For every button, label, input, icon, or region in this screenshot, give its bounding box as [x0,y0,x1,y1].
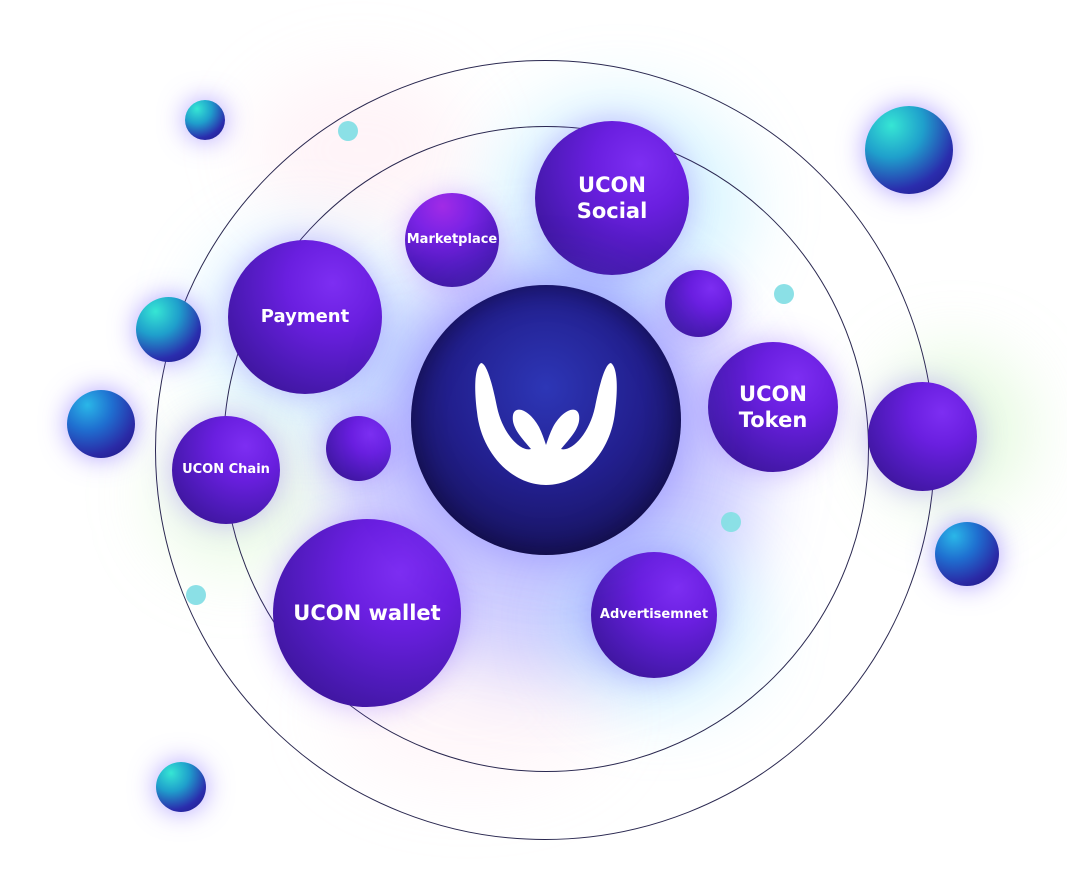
node-ucon-social: UCON Social [535,121,689,275]
small-dot [338,121,358,141]
orb-decoration [156,762,206,812]
ucon-center-hub [411,285,681,555]
ucon-hands-logo-icon [475,362,617,485]
small-dot [186,585,206,605]
node-ucon-token: UCON Token [708,342,838,472]
orb-decoration [665,270,732,337]
orb-decoration [868,382,977,491]
node-payment: Payment [228,240,382,394]
node-marketplace: Marketplace [405,193,499,287]
small-dot [721,512,741,532]
orb-decoration [136,297,201,362]
node-ucon-wallet: UCON wallet [273,519,461,707]
orb-decoration [67,390,135,458]
orb-decoration [935,522,999,586]
node-advertisement: Advertisemnet [591,552,717,678]
orb-decoration [185,100,225,140]
orb-decoration [326,416,391,481]
orb-decoration [865,106,953,194]
small-dot [774,284,794,304]
node-ucon-chain: UCON Chain [172,416,280,524]
